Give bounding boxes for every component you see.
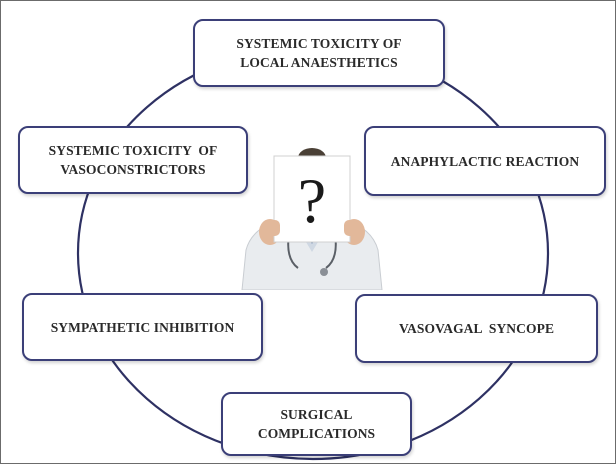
node-vasovagal-syncope: VASOVAGAL SYNCOPE	[355, 294, 598, 363]
node-label-line2: VASOCONSTRICTORS	[60, 162, 206, 177]
node-label-line2: COMPLICATIONS	[257, 426, 376, 441]
node-sympathetic-inhibition: SYMPATHETIC INHIBITION	[22, 293, 263, 361]
node-systemic-toxicity-local-anaesthetics: SYSTEMIC TOXICITY OF LOCAL ANAESTHETICS	[193, 19, 445, 87]
doctor-question-illustration: ?	[241, 148, 383, 290]
node-surgical-complications: SURGICAL COMPLICATIONS	[221, 392, 412, 456]
node-label-line1: VASOVAGAL SYNCOPE	[398, 321, 555, 336]
node-anaphylactic-reaction: ANAPHYLACTIC REACTION	[364, 126, 606, 196]
node-label-line1: SURGICAL	[280, 407, 353, 422]
node-label-line1: ANAPHYLACTIC REACTION	[390, 153, 580, 169]
node-label-line1: SYSTEMIC TOXICITY OF	[236, 36, 402, 51]
node-label-line2: LOCAL ANAESTHETICS	[240, 55, 398, 70]
node-label-line1: SYSTEMIC TOXICITY OF	[48, 143, 218, 158]
node-label-line1: SYMPATHETIC INHIBITION	[50, 319, 235, 335]
question-mark-text: ?	[298, 165, 326, 236]
node-systemic-toxicity-vasoconstrictors: SYSTEMIC TOXICITY OF VASOCONSTRICTORS	[18, 126, 248, 194]
